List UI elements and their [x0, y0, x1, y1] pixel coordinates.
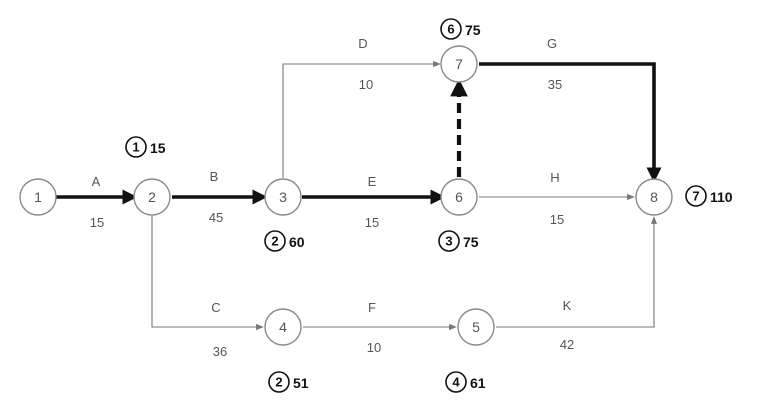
annotation-node-5-number: 4 [452, 375, 460, 390]
activity-H-duration: 15 [550, 212, 564, 227]
activity-D-name: D [358, 36, 367, 51]
node-3: 3 [264, 178, 302, 216]
annotation-node-7-number: 6 [447, 22, 454, 37]
annotation-node-4-number: 2 [275, 375, 282, 390]
activity-F-duration: 10 [367, 340, 381, 355]
node-4: 4 [264, 308, 302, 346]
node-8: 8 [635, 178, 673, 216]
node-2-label: 2 [148, 189, 156, 205]
node-7: 7 [440, 45, 478, 83]
annotation-node-8-value: 110 [710, 189, 733, 205]
node-7-label: 7 [455, 56, 463, 72]
annotation-node-2-number: 1 [132, 140, 139, 155]
annotation-node-4: 2 51 [268, 371, 309, 393]
activity-K-duration: 42 [560, 337, 574, 352]
activity-E-duration: 15 [365, 215, 379, 230]
annotation-node-3: 2 60 [264, 230, 305, 252]
annotation-node-6-value: 75 [463, 234, 479, 250]
nodes: 1 2 3 4 5 6 7 8 [19, 45, 673, 346]
activity-K-arrow [496, 216, 658, 328]
annotation-node-2-value: 15 [150, 140, 166, 156]
annotation-node-4-value: 51 [293, 375, 309, 391]
activity-B-name: B [210, 169, 219, 184]
node-6: 6 [440, 178, 478, 216]
activity-G-name: G [547, 36, 557, 51]
annotation-node-3-value: 60 [289, 234, 305, 250]
annotation-node-8-number: 7 [692, 189, 699, 204]
annotation-node-6: 3 75 [438, 230, 479, 252]
activity-C-arrow [151, 216, 264, 331]
annotation-node-2: 1 15 [125, 136, 166, 158]
activity-F-name: F [368, 300, 376, 315]
activity-H-name: H [550, 170, 559, 185]
annotation-node-3-number: 2 [271, 234, 278, 249]
annotation-node-5-value: 61 [470, 375, 486, 391]
node-8-label: 8 [650, 189, 658, 205]
activity-C-name: C [211, 300, 220, 315]
activity-labels: A 15 B 45 C 36 D 10 E 15 F 10 G 35 H 15 … [90, 36, 574, 359]
node-1-label: 1 [34, 189, 42, 205]
node-4-label: 4 [279, 319, 287, 335]
activity-G-arrow [479, 62, 662, 183]
activity-D-duration: 10 [359, 77, 373, 92]
annotation-node-5: 4 61 [445, 371, 486, 393]
node-5: 5 [457, 308, 495, 346]
node-5-label: 5 [472, 319, 480, 335]
annotation-node-8: 7 110 [685, 185, 733, 207]
node-3-label: 3 [279, 189, 287, 205]
node-2: 2 [133, 178, 171, 216]
activity-K-name: K [563, 298, 572, 313]
activity-G-duration: 35 [548, 77, 562, 92]
activity-B-duration: 45 [209, 210, 223, 225]
annotations: 1 15 2 60 2 51 4 61 3 75 6 75 [125, 18, 733, 393]
annotation-node-7: 6 75 [440, 18, 481, 40]
activity-A-name: A [92, 174, 101, 189]
edges [56, 60, 662, 331]
activity-D-arrow [282, 60, 441, 178]
annotation-node-7-value: 75 [465, 22, 481, 38]
activity-C-duration: 36 [213, 344, 227, 359]
activity-A-duration: 15 [90, 215, 104, 230]
activity-E-name: E [368, 174, 377, 189]
annotation-node-6-number: 3 [445, 234, 452, 249]
node-6-label: 6 [455, 189, 463, 205]
node-1: 1 [19, 178, 57, 216]
